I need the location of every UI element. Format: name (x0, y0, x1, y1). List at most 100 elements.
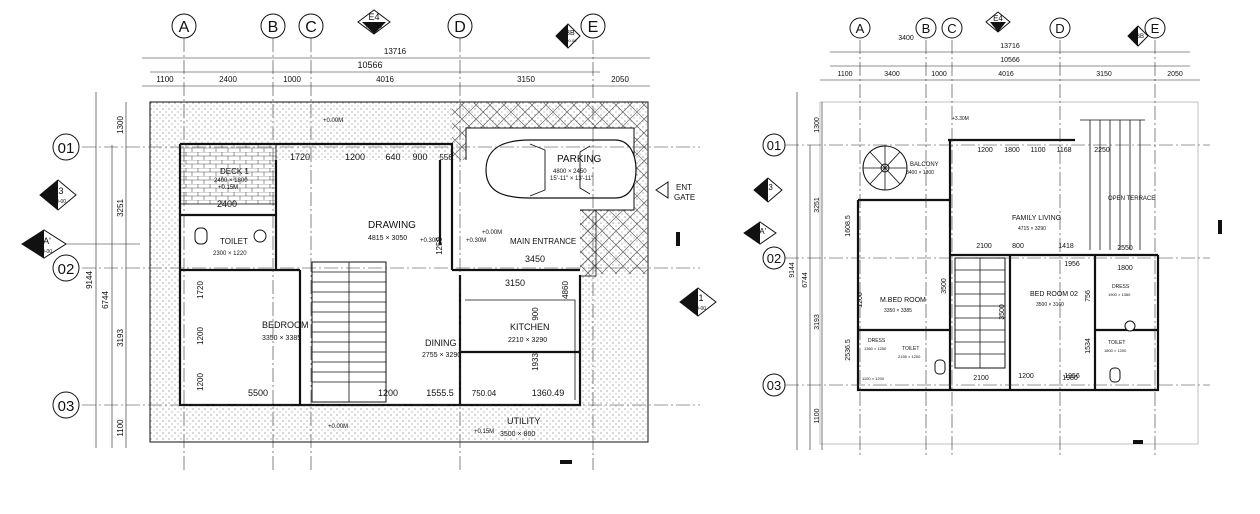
room-parking-size-ft: 15'-11" × 13'-11" (550, 176, 593, 182)
dim-int-5: 556 (439, 153, 453, 162)
level-d: +0.00M (323, 118, 343, 124)
first-dim-int-17: 3500 (999, 304, 1006, 320)
section-marker-aa-first: AA' (743, 221, 777, 245)
first-building-interior (858, 140, 1158, 390)
dim-int-6: 2400 (217, 199, 237, 209)
room-dining-size: 2755 × 3290 (422, 352, 461, 359)
first-interior-walls (858, 140, 1158, 390)
level-c: +0.00M (328, 424, 348, 430)
dim-seg-6: 2050 (611, 75, 629, 84)
wc-fixture-first-2 (1109, 367, 1121, 383)
grid-bubble-d-first: D (1049, 17, 1071, 39)
dim-int-20: 1250 (435, 237, 444, 255)
svg-text:E3: E3 (52, 186, 63, 196)
first-dim-left-inner-1: 1608.5 (845, 215, 852, 237)
dim-left-seg-1: 1300 (116, 116, 125, 134)
svg-text:BB: BB (1136, 34, 1144, 40)
first-dim-int-1: 1200 (977, 147, 993, 154)
first-dim-seg-3: 1000 (931, 71, 947, 78)
room-parking: PARKING (557, 154, 601, 165)
basin-fixture-first (1124, 320, 1136, 332)
dim-seg-5: 3150 (517, 75, 535, 84)
svg-text:A00-00: A00-00 (564, 38, 578, 43)
level-a: +0.30M (420, 238, 440, 244)
room-parking-size: 4800 × 2450 (553, 169, 587, 175)
first-dim-left-seg-3: 3193 (814, 314, 821, 330)
room-dress-1-size: 1360 × 1250 (864, 346, 887, 351)
room-utility-level: +0.15M (474, 429, 494, 435)
first-dim-left-seg-1: 1300 (814, 117, 821, 133)
room-deck-level: +0.15M (218, 185, 238, 191)
grid-bubble-e-first: E (1144, 17, 1166, 39)
ground-floor-plan: A B C D E 01 02 03 E4 A00-00 BB A00-00 E… (21, 9, 717, 470)
level-b: +0.30M (466, 238, 486, 244)
first-dim-int-16: 3500 (941, 278, 948, 294)
svg-text:A00-00: A00-00 (50, 199, 66, 205)
grid-bubble-b-first: B (915, 17, 937, 39)
section-cut-mark-4 (1133, 440, 1143, 444)
section-cut-mark (676, 232, 680, 246)
grid-bubble-a-first: A (849, 17, 871, 39)
grid-bubble-02-first: 02 (762, 246, 786, 270)
dim-int-13: 1360.49 (532, 388, 565, 398)
first-dim-left-seg-4: 1100 (814, 408, 821, 423)
first-dim-int-20: 756 (1085, 290, 1092, 302)
dim-int-17: 900 (531, 307, 540, 321)
svg-text:AA': AA' (37, 236, 51, 246)
ent-gate-label: ENT (676, 183, 692, 192)
dim-int-1: 1720 (290, 152, 310, 162)
section-marker-bb: BB A00-00 (555, 23, 581, 49)
first-dim-seg-1: 1100 (837, 71, 852, 78)
section-marker-bb-first: BB (1127, 25, 1149, 47)
room-kitchen-size: 2210 × 3290 (508, 337, 547, 344)
grid-bubble-c: C (298, 13, 324, 39)
room-deck: DECK 1 (220, 167, 249, 176)
first-floor-plan: A B C D E 01 02 03 E4 BB E3 AA' 13716 10… (743, 11, 1222, 455)
dim-int-3: 640 (385, 152, 400, 162)
first-exterior-walls (856, 138, 1160, 392)
first-dim-inner: 10566 (1000, 57, 1020, 64)
first-dim-top-a: 3400 (898, 35, 914, 42)
dim-int-15: 1200 (196, 373, 205, 391)
kitchen-counter (465, 299, 576, 400)
first-dim-int-11: 1800 (1117, 265, 1133, 272)
dim-int-9: 5500 (248, 388, 268, 398)
room-bedroom: BEDROOM (262, 320, 309, 330)
first-dim-int-7: 800 (1012, 243, 1024, 250)
dim-overall: 13716 (384, 47, 407, 56)
first-dim-int-14: 1200 (1018, 373, 1034, 380)
dim-int-14: 1200 (196, 327, 205, 345)
dim-inner: 10566 (357, 60, 382, 70)
dim-int-10: 1200 (378, 388, 398, 398)
svg-text:02: 02 (767, 251, 781, 266)
room-mbed: M.BED ROOM (880, 297, 926, 304)
dim-left-seg-3: 3193 (116, 329, 125, 347)
room-balcony-size: 3400 × 1800 (906, 170, 934, 176)
section-marker-e4-first: E4 (985, 11, 1011, 33)
first-dim-int-2: 1800 (1004, 147, 1020, 154)
room-deck-size: 2400 × 1800 (214, 178, 248, 184)
svg-text:E4: E4 (368, 12, 379, 22)
first-dim-seg-6: 2050 (1167, 71, 1183, 78)
grid-bubble-01: 01 (52, 133, 80, 161)
first-dim-int-13: 1980 (1062, 375, 1078, 382)
room-open-terrace: OPEN TERRACE (1108, 196, 1155, 202)
wc-fixture (194, 227, 208, 245)
grid-bubble-03: 03 (52, 391, 80, 419)
first-dim-int-18: 1200 (857, 292, 864, 308)
first-dim-int-8: 1418 (1058, 243, 1074, 250)
grid-label-01: 01 (58, 140, 75, 157)
grid-bubble-d: D (447, 13, 473, 39)
first-dim-int-12: 2100 (973, 375, 989, 382)
grid-bubble-e: E (580, 13, 606, 39)
svg-text:E4: E4 (993, 14, 1003, 23)
svg-text:A00-00: A00-00 (36, 249, 52, 255)
interior-walls (180, 160, 580, 405)
spiral-stair (862, 145, 908, 191)
first-dim-left-outer: 9144 (789, 262, 796, 278)
room-toilet-2: TOILET (1108, 340, 1125, 346)
first-dim-seg-2: 3400 (884, 71, 900, 78)
first-size-a: 1100 × 1200 (862, 376, 885, 381)
svg-text:C: C (947, 21, 956, 36)
open-terrace-pergola (1080, 119, 1145, 250)
